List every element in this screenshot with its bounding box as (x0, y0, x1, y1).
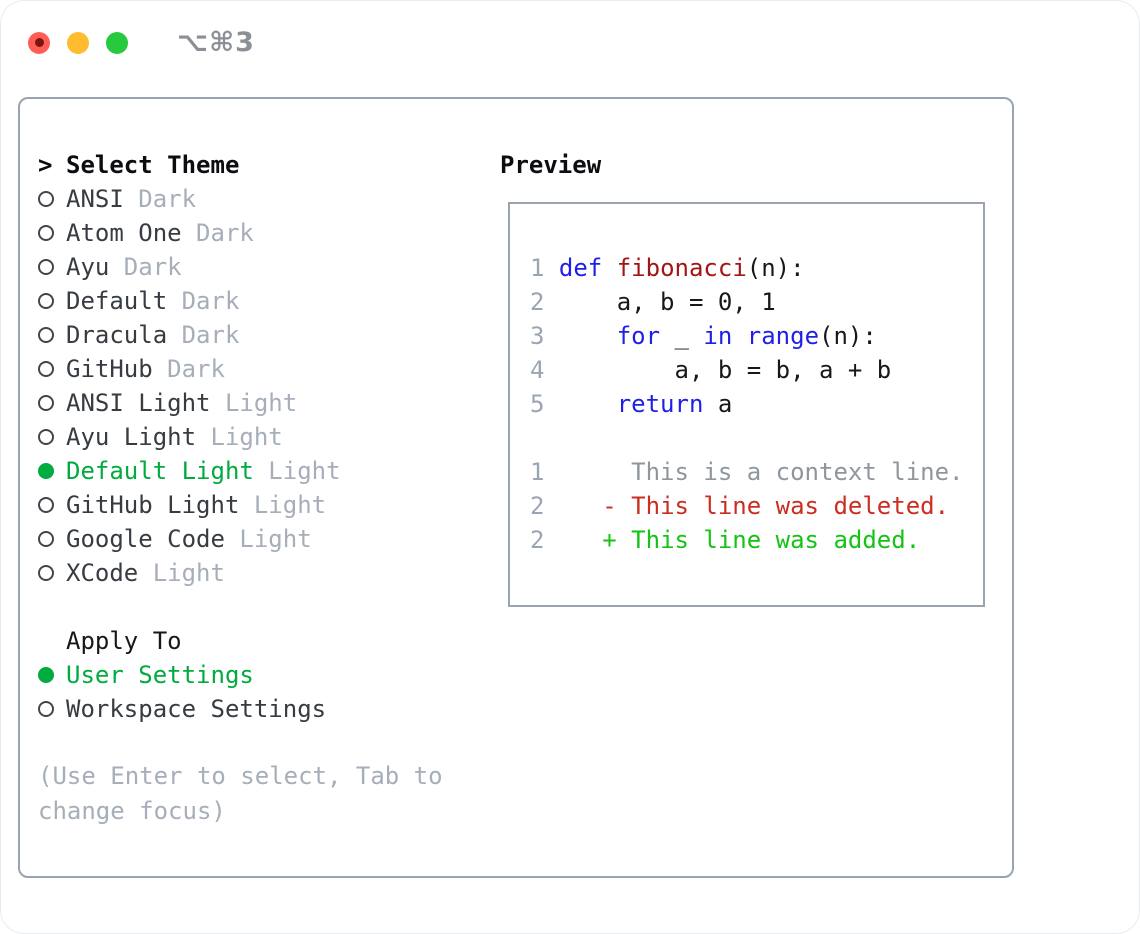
select-theme-header: > Select Theme (38, 148, 341, 182)
preview-code-line: 2 + This line was added. (530, 526, 921, 554)
option-label: Ayu (66, 253, 110, 281)
radio-icon (38, 327, 54, 343)
preview-title: Preview (500, 151, 602, 179)
marker-slot (38, 463, 66, 479)
option-variant-label: Dark (167, 287, 240, 315)
option-label: GitHub Light (66, 491, 240, 519)
marker-slot (38, 701, 66, 717)
option-variant-label: Dark (181, 219, 254, 247)
marker-slot (38, 293, 66, 309)
marker-slot (38, 395, 66, 411)
preview-code-line: 3 for _ in range(n): (530, 322, 877, 350)
option-label: Google Code (66, 525, 225, 553)
option-variant-label: Light (196, 423, 283, 451)
theme-option-github[interactable]: GitHub Dark (38, 352, 341, 386)
theme-option-ansi[interactable]: ANSI Dark (38, 182, 341, 216)
preview-code-line: 1 def fibonacci(n): (530, 254, 805, 282)
theme-option-default-light[interactable]: Default Light Light (38, 454, 341, 488)
radio-selected-icon (38, 667, 54, 683)
preview-code-line: 5 return a (530, 390, 733, 418)
option-label: Default Light (66, 457, 254, 485)
radio-icon (38, 361, 54, 377)
option-label: ANSI (66, 185, 124, 213)
radio-icon (38, 531, 54, 547)
radio-icon (38, 395, 54, 411)
marker-slot (38, 225, 66, 241)
option-variant-label: Dark (152, 355, 225, 383)
preview-code-line: 2 a, b = 0, 1 (530, 288, 776, 316)
radio-icon (38, 565, 54, 581)
zoom-button[interactable] (106, 31, 128, 54)
radio-icon (38, 497, 54, 513)
focus-prompt-icon: > (38, 151, 53, 179)
option-label: Ayu Light (66, 423, 197, 451)
apply-to-header: Apply To (38, 624, 341, 658)
radio-icon (38, 701, 54, 717)
marker-slot (38, 259, 66, 275)
theme-option-ayu[interactable]: Ayu Dark (38, 250, 341, 284)
radio-icon (38, 191, 54, 207)
marker-slot (38, 361, 66, 377)
option-variant-label: Dark (109, 253, 182, 281)
radio-icon (38, 429, 54, 445)
unsaved-dot-icon (34, 38, 44, 47)
option-variant-label: Light (210, 389, 298, 417)
preview-box: 1 def fibonacci(n): 2 a, b = 0, 1 3 for _ … (508, 202, 985, 607)
help-text: (Use Enter to select, Tab to change focu… (38, 762, 443, 825)
close-button[interactable] (28, 31, 50, 54)
marker-slot (38, 531, 66, 547)
preview-code-line: 2 - This line was deleted. (530, 492, 950, 520)
marker-slot (38, 191, 66, 207)
option-label: Workspace Settings (66, 695, 327, 723)
theme-option-ansi-light[interactable]: ANSI Light Light (38, 386, 341, 420)
marker-slot (38, 667, 66, 683)
apply-option-user-settings[interactable]: User Settings (38, 658, 341, 692)
apply-to-title: Apply To (66, 627, 182, 655)
marker-slot (38, 429, 66, 445)
option-variant-label: Light (138, 559, 225, 587)
radio-icon (38, 293, 54, 309)
theme-option-google-code[interactable]: Google Code Light (38, 522, 341, 556)
spacer (38, 590, 341, 624)
marker-slot (38, 327, 66, 343)
select-theme-title: Select Theme (66, 151, 240, 179)
preview-code-line (530, 421, 964, 455)
preview-code: 1 def fibonacci(n): 2 a, b = 0, 1 3 for _ … (530, 251, 964, 557)
apply-option-workspace-settings[interactable]: Workspace Settings (38, 692, 341, 726)
theme-option-ayu-light[interactable]: Ayu Light Light (38, 420, 341, 454)
option-label: Default (66, 287, 168, 315)
theme-option-default[interactable]: Default Dark (38, 284, 341, 318)
preview-code-line: 1 This is a context line. (530, 458, 964, 486)
option-variant-label: Light (224, 525, 312, 553)
theme-option-atom-one[interactable]: Atom One Dark (38, 216, 341, 250)
titlebar: ⌥⌘3 (28, 27, 255, 58)
option-label: Dracula (66, 321, 168, 349)
option-variant-label: Dark (123, 185, 197, 213)
theme-option-xcode[interactable]: XCode Light (38, 556, 341, 590)
theme-option-dracula[interactable]: Dracula Dark (38, 318, 341, 352)
marker-slot (38, 497, 66, 513)
theme-option-github-light[interactable]: GitHub Light Light (38, 488, 341, 522)
radio-selected-icon (38, 463, 54, 479)
option-label: User Settings (66, 661, 254, 689)
option-label: ANSI Light (66, 389, 211, 417)
preview-code-line: 4 a, b = b, a + b (530, 356, 892, 384)
option-variant-label: Light (239, 491, 327, 519)
option-variant-label: Light (253, 457, 341, 485)
radio-icon (38, 225, 54, 241)
radio-icon (38, 259, 54, 275)
option-variant-label: Dark (167, 321, 240, 349)
option-label: Atom One (66, 219, 182, 247)
option-label: XCode (66, 559, 139, 587)
keyboard-shortcut-label: ⌥⌘3 (177, 27, 255, 58)
minimize-button[interactable] (67, 31, 89, 54)
option-label: GitHub (66, 355, 153, 383)
marker-slot (38, 565, 66, 581)
